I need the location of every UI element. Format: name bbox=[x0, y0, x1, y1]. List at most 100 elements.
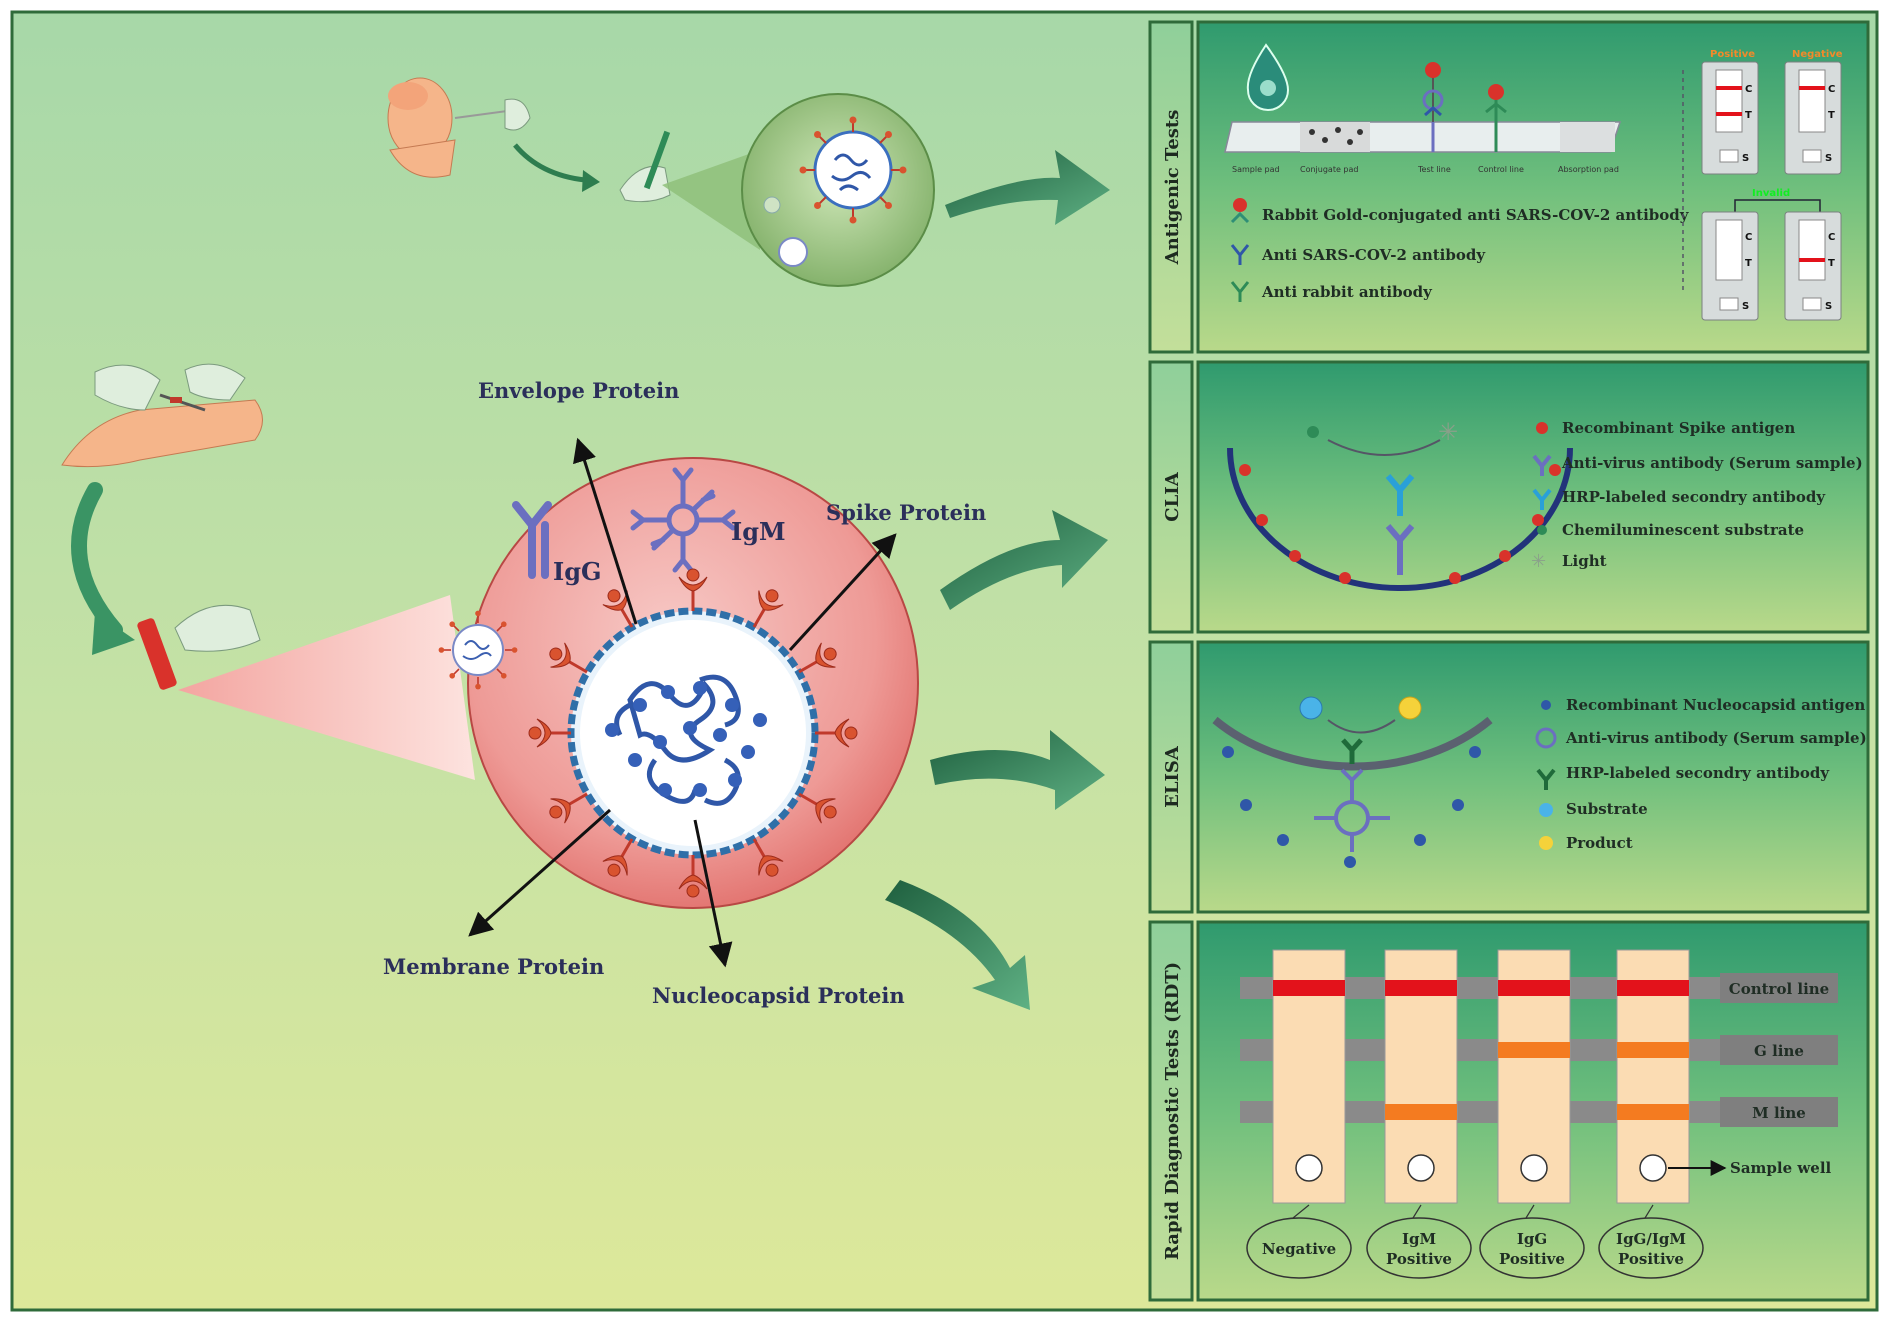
clia-title: CLIA bbox=[1162, 471, 1183, 521]
m-line-tag bbox=[1720, 1097, 1838, 1127]
strip-label-absorption-pad: Absorption pad bbox=[1558, 165, 1619, 174]
elisa-legend-1: Recombinant Nucleocapsid antigen bbox=[1566, 696, 1865, 714]
clia-spike-antigens bbox=[1239, 464, 1561, 584]
control-line-label: Control line bbox=[1729, 980, 1829, 998]
strip-label-sample-pad: Sample pad bbox=[1232, 165, 1280, 174]
rdt-result-bubble: IgM Positive bbox=[1366, 1204, 1472, 1279]
rdt-control-band bbox=[1273, 980, 1345, 996]
control-line-antibody-stack bbox=[1485, 84, 1507, 122]
nasal-magnify-cone bbox=[662, 150, 760, 250]
cassette-mark-t: T bbox=[1828, 258, 1835, 269]
elisa-title: ELISA bbox=[1162, 745, 1183, 808]
elisa-well bbox=[1212, 716, 1493, 771]
elisa-antibody-complex bbox=[1314, 738, 1390, 852]
rdt-result-label: IgG bbox=[1517, 1230, 1547, 1248]
membrane-protein-label: Membrane Protein bbox=[383, 954, 604, 979]
svg-text:✳: ✳ bbox=[1531, 551, 1546, 572]
spike-protein-label: Spike Protein bbox=[826, 500, 986, 525]
anti-sars-antibody-icon bbox=[1230, 244, 1250, 265]
test-line-antibody-stack bbox=[1422, 62, 1444, 122]
swab-arrow-head bbox=[582, 170, 600, 192]
igg-label: IgG bbox=[553, 557, 602, 586]
swab-arrow bbox=[513, 143, 586, 183]
rdt-result-label: Positive bbox=[1499, 1250, 1565, 1268]
negative-header: Negative bbox=[1792, 49, 1843, 60]
sample-drop-icon bbox=[1246, 43, 1290, 111]
cassette-invalid-2 bbox=[1784, 211, 1842, 321]
antigenic-panel bbox=[1196, 20, 1870, 354]
sars-cov-2-virion bbox=[527, 567, 859, 899]
rdt-sample-well bbox=[1295, 1154, 1323, 1182]
antigenic-legend-3: Anti rabbit antibody bbox=[1261, 283, 1433, 301]
elisa-tab bbox=[1148, 640, 1194, 914]
invalid-bracket bbox=[1734, 199, 1821, 212]
clia-tab bbox=[1148, 360, 1194, 634]
elisa-substrate-icon bbox=[1299, 696, 1323, 720]
envelope-pointer bbox=[573, 437, 638, 625]
nasal-virus-particle bbox=[798, 115, 908, 225]
igm-label: IgM bbox=[731, 517, 786, 546]
rdt-control-band bbox=[1385, 980, 1457, 996]
cassette-mark-s: S bbox=[1825, 153, 1832, 164]
rdt-strip bbox=[1272, 949, 1346, 1204]
m-line-label: M line bbox=[1752, 1104, 1806, 1122]
antigenic-legend-2: Anti SARS-COV-2 antibody bbox=[1261, 246, 1486, 264]
strip-label-conjugate-pad: Conjugate pad bbox=[1300, 165, 1358, 174]
inner-small-virus bbox=[437, 609, 519, 691]
clia-legend-1: Recombinant Spike antigen bbox=[1562, 419, 1795, 437]
g-line-tag bbox=[1720, 1035, 1838, 1065]
clia-well bbox=[1227, 447, 1573, 591]
clia-reaction-arrow bbox=[1327, 439, 1441, 456]
rdt-result-bubble: Negative bbox=[1246, 1204, 1352, 1279]
cassette-mark-t: T bbox=[1745, 110, 1752, 121]
cassette-mark-c: C bbox=[1828, 232, 1835, 243]
blood-arrow-head bbox=[92, 612, 135, 655]
envelope-protein-label: Envelope Protein bbox=[478, 378, 679, 403]
antigenic-tests-title: Antigenic Tests bbox=[1162, 110, 1183, 266]
elisa-panel bbox=[1196, 640, 1870, 914]
elisa-legend-icons bbox=[1535, 700, 1557, 850]
rdt-sample-well bbox=[1407, 1154, 1435, 1182]
positive-header: Positive bbox=[1710, 49, 1755, 60]
cassette-mark-s: S bbox=[1742, 301, 1749, 312]
arrow-to-clia bbox=[940, 510, 1108, 610]
rdt-strip bbox=[1616, 949, 1690, 1204]
rdt-strip bbox=[1384, 949, 1458, 1204]
rdt-sample-well bbox=[1639, 1154, 1667, 1182]
cassette-mark-c: C bbox=[1745, 232, 1752, 243]
antigenic-legend-1: Rabbit Gold-conjugated anti SARS-COV-2 a… bbox=[1262, 206, 1690, 224]
blood-draw-arm-illustration bbox=[61, 363, 263, 468]
arrow-to-elisa bbox=[930, 730, 1105, 810]
cassette-mark-t: T bbox=[1745, 258, 1752, 269]
clia-legend-2: Anti-virus antibody (Serum sample) bbox=[1561, 454, 1863, 472]
rdt-control-band bbox=[1617, 980, 1689, 996]
elisa-legend-2: Anti-virus antibody (Serum sample) bbox=[1565, 729, 1867, 747]
clia-light-star: ✳ bbox=[1438, 418, 1458, 446]
rdt-title: Rapid Diagnostic Tests (RDT) bbox=[1162, 962, 1183, 1260]
person-nasal-swab-illustration bbox=[387, 77, 531, 178]
elisa-product-icon bbox=[1398, 696, 1422, 720]
nucleocapsid-pointer bbox=[693, 819, 733, 968]
clia-legend-3: HRP-labeled secondry antibody bbox=[1562, 488, 1826, 506]
elisa-reaction-arrow bbox=[1327, 719, 1396, 734]
rdt-result-label: IgG/IgM bbox=[1616, 1230, 1686, 1248]
lateral-flow-strip bbox=[1224, 121, 1622, 153]
rdt-tab bbox=[1148, 920, 1194, 1302]
spike-pointer bbox=[788, 533, 897, 652]
rdt-strip bbox=[1497, 949, 1571, 1204]
cassette-negative bbox=[1784, 61, 1842, 175]
rdt-result-label: Positive bbox=[1386, 1250, 1452, 1268]
rdt-m-band bbox=[1617, 1104, 1689, 1120]
g-line-label: G line bbox=[1754, 1042, 1804, 1060]
arrow-to-rdt bbox=[885, 880, 1030, 1010]
rdt-result-label: Positive bbox=[1618, 1250, 1684, 1268]
rdt-result-label: IgM bbox=[1402, 1230, 1436, 1248]
virion-magnify-cone bbox=[178, 595, 475, 780]
cassette-mark-c: C bbox=[1745, 84, 1752, 95]
clia-substrate-dot bbox=[1307, 426, 1319, 438]
swab-tube-hand-icon bbox=[619, 130, 671, 203]
cassette-mark-c: C bbox=[1828, 84, 1835, 95]
blood-tube-hand-icon bbox=[137, 604, 261, 690]
legend-gold-antibody-icon bbox=[1230, 198, 1250, 224]
